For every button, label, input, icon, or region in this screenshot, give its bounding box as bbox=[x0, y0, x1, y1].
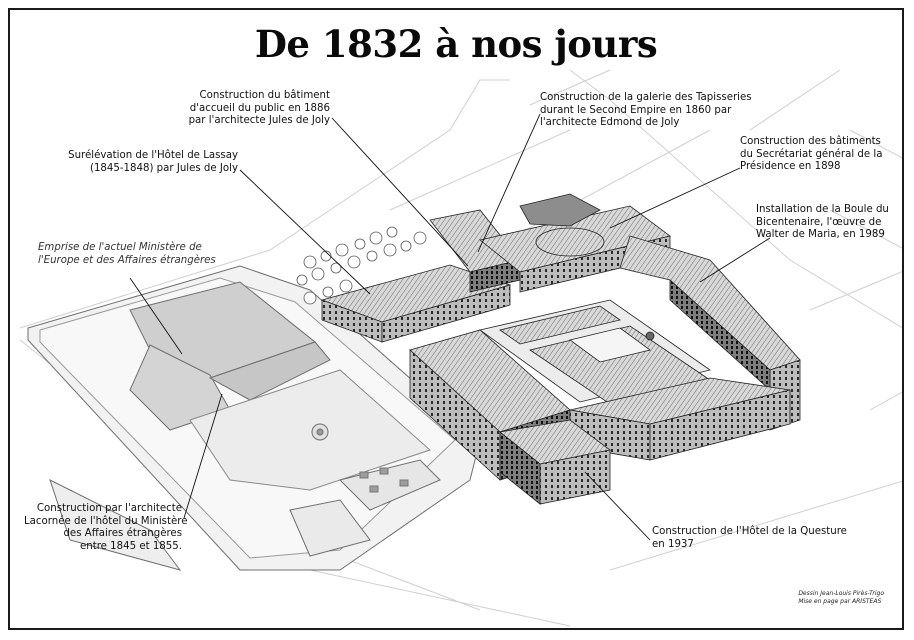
gardens bbox=[296, 226, 427, 305]
annotation-lassay: Surélévation de l'Hôtel de Lassay (1845-… bbox=[68, 150, 238, 174]
page-title: De 1832 à nos jours bbox=[254, 22, 658, 66]
annotation-questure: Construction de l'Hôtel de la Questure e… bbox=[652, 526, 847, 550]
annotation-tapisseries: Construction de la galerie des Tapisseri… bbox=[540, 92, 752, 129]
annotation-lacornee: Construction par l'architecte Lacornée d… bbox=[24, 503, 188, 552]
annotation-secretariat: Construction des bâtiments du Secrétaria… bbox=[740, 136, 883, 173]
palais-bourbon-complex bbox=[320, 193, 801, 505]
annotation-boule: Installation de la Boule du Bicentenaire… bbox=[756, 204, 889, 241]
leader-lines bbox=[129, 113, 771, 541]
annotation-accueil: Construction du bâtiment d'accueil du pu… bbox=[188, 90, 330, 127]
ministry-compound bbox=[27, 265, 481, 571]
credit-layout: Mise en page par ARISTEAS bbox=[798, 598, 882, 605]
poster-frame: De 1832 à nos jours Construction du bâti… bbox=[8, 8, 904, 630]
credit-drawing: Dessin Jean-Louis Pirès-Trigo bbox=[798, 590, 884, 597]
isometric-palace-drawing bbox=[19, 69, 902, 627]
annotation-emprise: Emprise de l'actuel Ministère de l'Europ… bbox=[38, 242, 216, 266]
credits: Dessin Jean-Louis Pirès-Trigo Mise en pa… bbox=[798, 590, 884, 606]
